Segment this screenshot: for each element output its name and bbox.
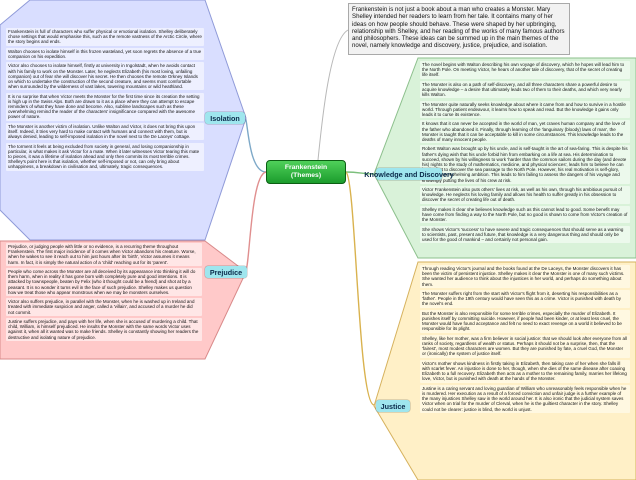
branch-justice-label: Justice [380, 401, 406, 411]
prejudice-note-text: Justine suffers prejudice, and pays with… [8, 319, 199, 340]
link-isolation [244, 117, 267, 173]
justice-note: But the Monster is also responsible for … [420, 309, 630, 333]
isolation-note-text: Victor also chooses to isolate himself, … [8, 63, 198, 90]
prejudice-note-text: People who come across the Monster are a… [8, 269, 196, 295]
knowledge-note: The novel begins with Walton describing … [420, 61, 630, 79]
branch-prejudice-label: Prejudice [209, 267, 243, 277]
isolation-panel: Frankenstein is full of characters who s… [0, 0, 247, 242]
knowledge-note: Victor Frankenstein also puts others' li… [420, 186, 630, 204]
isolation-note: The Monster is another victim of isolati… [6, 122, 204, 141]
knowledge-note-text: The Monster is also on a path of self-di… [422, 81, 622, 98]
knowledge-note-text: She shows Victor's 'success' to have sev… [422, 226, 624, 242]
prejudice-note: Prejudice, or judging people with little… [6, 243, 202, 266]
isolation-notes: Frankenstein is full of characters who s… [6, 28, 204, 173]
prejudice-note: Justine suffers prejudice, and pays with… [6, 318, 202, 341]
isolation-note: Victor also chooses to isolate himself, … [6, 62, 204, 91]
justice-note-text: The Monster suffers right from the start… [422, 291, 621, 307]
knowledge-note: She shows Victor's 'success' to have sev… [420, 225, 630, 244]
prejudice-note-text: Prejudice, or judging people with little… [8, 244, 196, 265]
isolation-note: It is no surprise that when Victor meets… [6, 92, 204, 121]
isolation-note-text: The torment it feels at being excluded f… [8, 143, 200, 170]
knowledge-note-text: The novel begins with Walton describing … [422, 62, 625, 78]
central-topic-subtitle: (Themes) [290, 172, 322, 179]
link-prejudice [244, 171, 267, 273]
link-knowledge [345, 171, 376, 175]
isolation-note-text: It is no surprise that when Victor meets… [8, 93, 200, 120]
justice-note: Shelley, like her mother, was a firm bel… [420, 334, 630, 358]
justice-panel: Through reading Victor's journal and the… [373, 261, 636, 480]
link-intro [317, 29, 349, 161]
justice-note: The Monster suffers right from the start… [420, 290, 630, 308]
justice-note-text: Justine is a caring servant and loving g… [422, 385, 627, 412]
branch-knowledge[interactable]: Knowledge and Discovery [364, 168, 454, 180]
justice-note-text: Shelley, like her mother, was a firm bel… [422, 335, 628, 357]
intro-text: Frankenstein is not just a book about a … [352, 6, 565, 50]
justice-note-text: Victor's mother shows kindness in firstl… [422, 360, 627, 382]
justice-note: Victor's mother shows kindness in firstl… [420, 359, 630, 383]
branch-justice[interactable]: Justice [376, 400, 410, 412]
isolation-note-text: The Monster is another victim of isolati… [8, 123, 196, 140]
justice-note-text: Through reading Victor's journal and the… [422, 266, 625, 287]
justice-note: Justine is a caring servant and loving g… [420, 384, 630, 413]
branch-isolation[interactable]: Isolation [205, 112, 245, 124]
intro-note: Frankenstein is not just a book about a … [348, 3, 570, 55]
isolation-note-text: Frankenstein is full of characters who s… [8, 29, 202, 45]
knowledge-notes: The novel begins with Walton describing … [420, 61, 630, 245]
knowledge-note-text: The Monster quite naturally seeks knowle… [422, 101, 626, 117]
central-topic-title: Frankenstein [284, 164, 328, 172]
isolation-note: Walton chooses to isolate himself in thi… [6, 47, 204, 61]
isolation-note-text: Walton chooses to isolate himself in thi… [8, 48, 202, 59]
prejudice-notes: Prejudice, or judging people with little… [6, 243, 202, 343]
branch-isolation-label: Isolation [210, 113, 240, 123]
prejudice-note: People who come across the Monster are a… [6, 268, 202, 297]
justice-notes: Through reading Victor's journal and the… [420, 265, 630, 415]
branch-knowledge-label: Knowledge and Discovery [364, 169, 454, 179]
knowledge-panel: The novel begins with Walton describing … [373, 57, 636, 259]
knowledge-note-text: It knows that it can never be accepted i… [422, 121, 626, 142]
justice-note: Through reading Victor's journal and the… [420, 265, 630, 288]
central-topic[interactable]: Frankenstein (Themes) [266, 160, 346, 184]
branch-prejudice[interactable]: Prejudice [205, 266, 247, 278]
link-justice [345, 171, 375, 406]
knowledge-note: Robert Walton was brought up by his uncl… [420, 145, 630, 184]
prejudice-panel: Prejudice, or judging people with little… [0, 240, 247, 361]
justice-note-text: But the Monster is also responsible for … [422, 310, 622, 332]
knowledge-note-text: Shelley makes it clear she believes know… [422, 206, 628, 223]
isolation-note: The torment it feels at being excluded f… [6, 142, 204, 171]
knowledge-note: The Monster is also on a path of self-di… [420, 80, 630, 99]
prejudice-note: Victor also suffers prejudice, in parall… [6, 298, 202, 316]
isolation-note: Frankenstein is full of characters who s… [6, 28, 204, 46]
knowledge-note-text: Robert Walton was brought up by his uncl… [422, 146, 628, 183]
knowledge-note-text: Victor Frankenstein also puts others' li… [422, 187, 622, 203]
knowledge-note: The Monster quite naturally seeks knowle… [420, 100, 630, 119]
knowledge-note: It knows that it can never be accepted i… [420, 120, 630, 144]
prejudice-note-text: Victor also suffers prejudice, in parall… [8, 299, 195, 315]
knowledge-note: Shelley makes it clear she believes know… [420, 205, 630, 224]
